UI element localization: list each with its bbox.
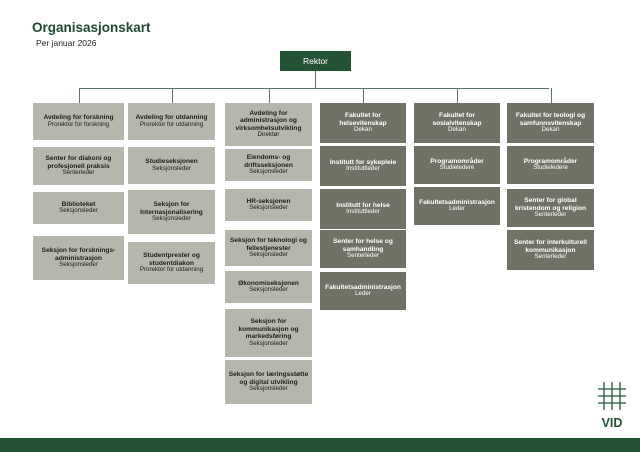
unit-role: Prorektor for forskning	[47, 120, 110, 128]
unit-role: Leder	[449, 205, 465, 213]
unit-role: Direktør	[257, 131, 280, 139]
vid-logo: VID	[598, 382, 626, 430]
org-unit-box: Senter for global kristendom og religion…	[507, 189, 594, 227]
unit-name: Fakultetsadministrasjon	[325, 283, 401, 291]
unit-role: Dekan	[541, 125, 560, 133]
unit-role: Leder	[355, 290, 371, 298]
unit-name: Senter for interkulturell kommunikasjon	[514, 239, 587, 254]
connector-drop	[363, 88, 364, 103]
unit-role: Studieledere	[533, 164, 568, 172]
unit-role: Prorektor for utdanning	[139, 120, 204, 128]
unit-role: Seksjonsleder	[249, 250, 288, 258]
unit-name: Institutt for helse	[336, 201, 390, 209]
unit-role: Dekan	[354, 125, 372, 133]
unit-name: Økonomiseksjonen	[238, 279, 299, 287]
connector-drop	[269, 88, 270, 103]
org-unit-box: Seksjon for læringsstøtte og digital utv…	[225, 360, 312, 404]
unit-role: Seksjonsleder	[59, 260, 98, 268]
unit-name: Eiendoms- og driftsseksjonen	[244, 154, 293, 169]
unit-role: Instituttleder	[346, 208, 380, 216]
org-unit-box: Senter for diakoni og profesjonell praks…	[33, 147, 124, 185]
unit-role: Seksjonsleder	[249, 204, 288, 212]
unit-name: Seksjon for teknologi og fellestjenester	[230, 237, 307, 252]
page-title: Organisasjonskart	[32, 20, 151, 35]
unit-name: Seksjon for forsknings-administrasjon	[41, 247, 116, 262]
unit-name: Fakultet for helsevitenskap	[339, 112, 387, 127]
footer-bar	[0, 438, 640, 452]
unit-name: Senter for diakoni og profesjonell praks…	[45, 155, 112, 170]
unit-role: Seksjonsleder	[249, 384, 288, 392]
unit-name: Avdeling for forskning	[43, 114, 114, 122]
org-unit-box: Avdeling for administrasjon og virksomhe…	[225, 103, 312, 146]
unit-role: Instituttleder	[346, 165, 380, 173]
unit-name: Fakultetsadministrasjon	[419, 198, 495, 206]
connector-rektor-down	[315, 71, 316, 88]
unit-role: Senterleder	[347, 251, 379, 259]
unit-name: Senter for global kristendom og religion	[514, 197, 587, 212]
unit-role: Seksjonsleder	[249, 167, 288, 175]
unit-name: Seksjon for Internasjonalisering	[140, 201, 203, 216]
unit-name: Avdeling for administrasjon og virksomhe…	[235, 109, 302, 132]
unit-role: Studieledere	[439, 164, 475, 172]
unit-role: Senterleder	[534, 210, 567, 218]
connector-drop	[457, 88, 458, 103]
unit-name: Avdeling for utdanning	[135, 114, 208, 122]
unit-name: Fakultet for teologi og samfunnsvitenska…	[515, 112, 586, 127]
unit-name: Senter for helse og samhandling	[333, 238, 393, 253]
unit-name: Institutt for sykepleie	[329, 158, 397, 166]
unit-name: Seksjon for læringsstøtte og digital utv…	[228, 371, 309, 386]
unit-name: Programområder	[523, 157, 578, 165]
unit-name: Programområder	[430, 157, 484, 165]
unit-role: Seksjonsleder	[152, 164, 191, 172]
unit-role: Senterleder	[62, 168, 95, 176]
unit-role: Dekan	[448, 125, 466, 133]
unit-role: Seksjonsleder	[249, 339, 288, 347]
unit-name: Fakultet for sosialvitenskap	[432, 112, 482, 127]
connector-drop	[172, 88, 173, 103]
unit-role: Prorektor for utdanning	[139, 265, 204, 273]
unit-name: HR-seksjonen	[246, 197, 291, 205]
org-unit-box: Fakultet for teologi og samfunnsvitenska…	[507, 103, 594, 143]
connector-horizontal	[80, 88, 549, 89]
unit-name: Studentprester og studentdiakon	[143, 252, 200, 267]
unit-role: Seksjonsleder	[152, 214, 191, 222]
org-unit-box: Seksjon for teknologi og fellestjenester…	[225, 230, 312, 266]
unit-name: Biblioteket	[61, 200, 96, 208]
connector-drop	[79, 88, 80, 103]
logo-text: VID	[602, 416, 623, 430]
unit-role: Seksjonsleder	[59, 207, 98, 215]
unit-role: Seksjonsleder	[249, 286, 288, 294]
unit-name: Seksjon for kommunikasjon og markedsføri…	[238, 318, 299, 341]
unit-name: Studieseksjonen	[145, 158, 198, 166]
unit-role: Senterleder	[534, 252, 567, 260]
org-unit-box: Seksjon for kommunikasjon og markedsføri…	[225, 309, 312, 357]
connector-drop	[551, 88, 552, 103]
rektor-box: Rektor	[280, 51, 351, 71]
page-subtitle: Per januar 2026	[36, 38, 97, 48]
